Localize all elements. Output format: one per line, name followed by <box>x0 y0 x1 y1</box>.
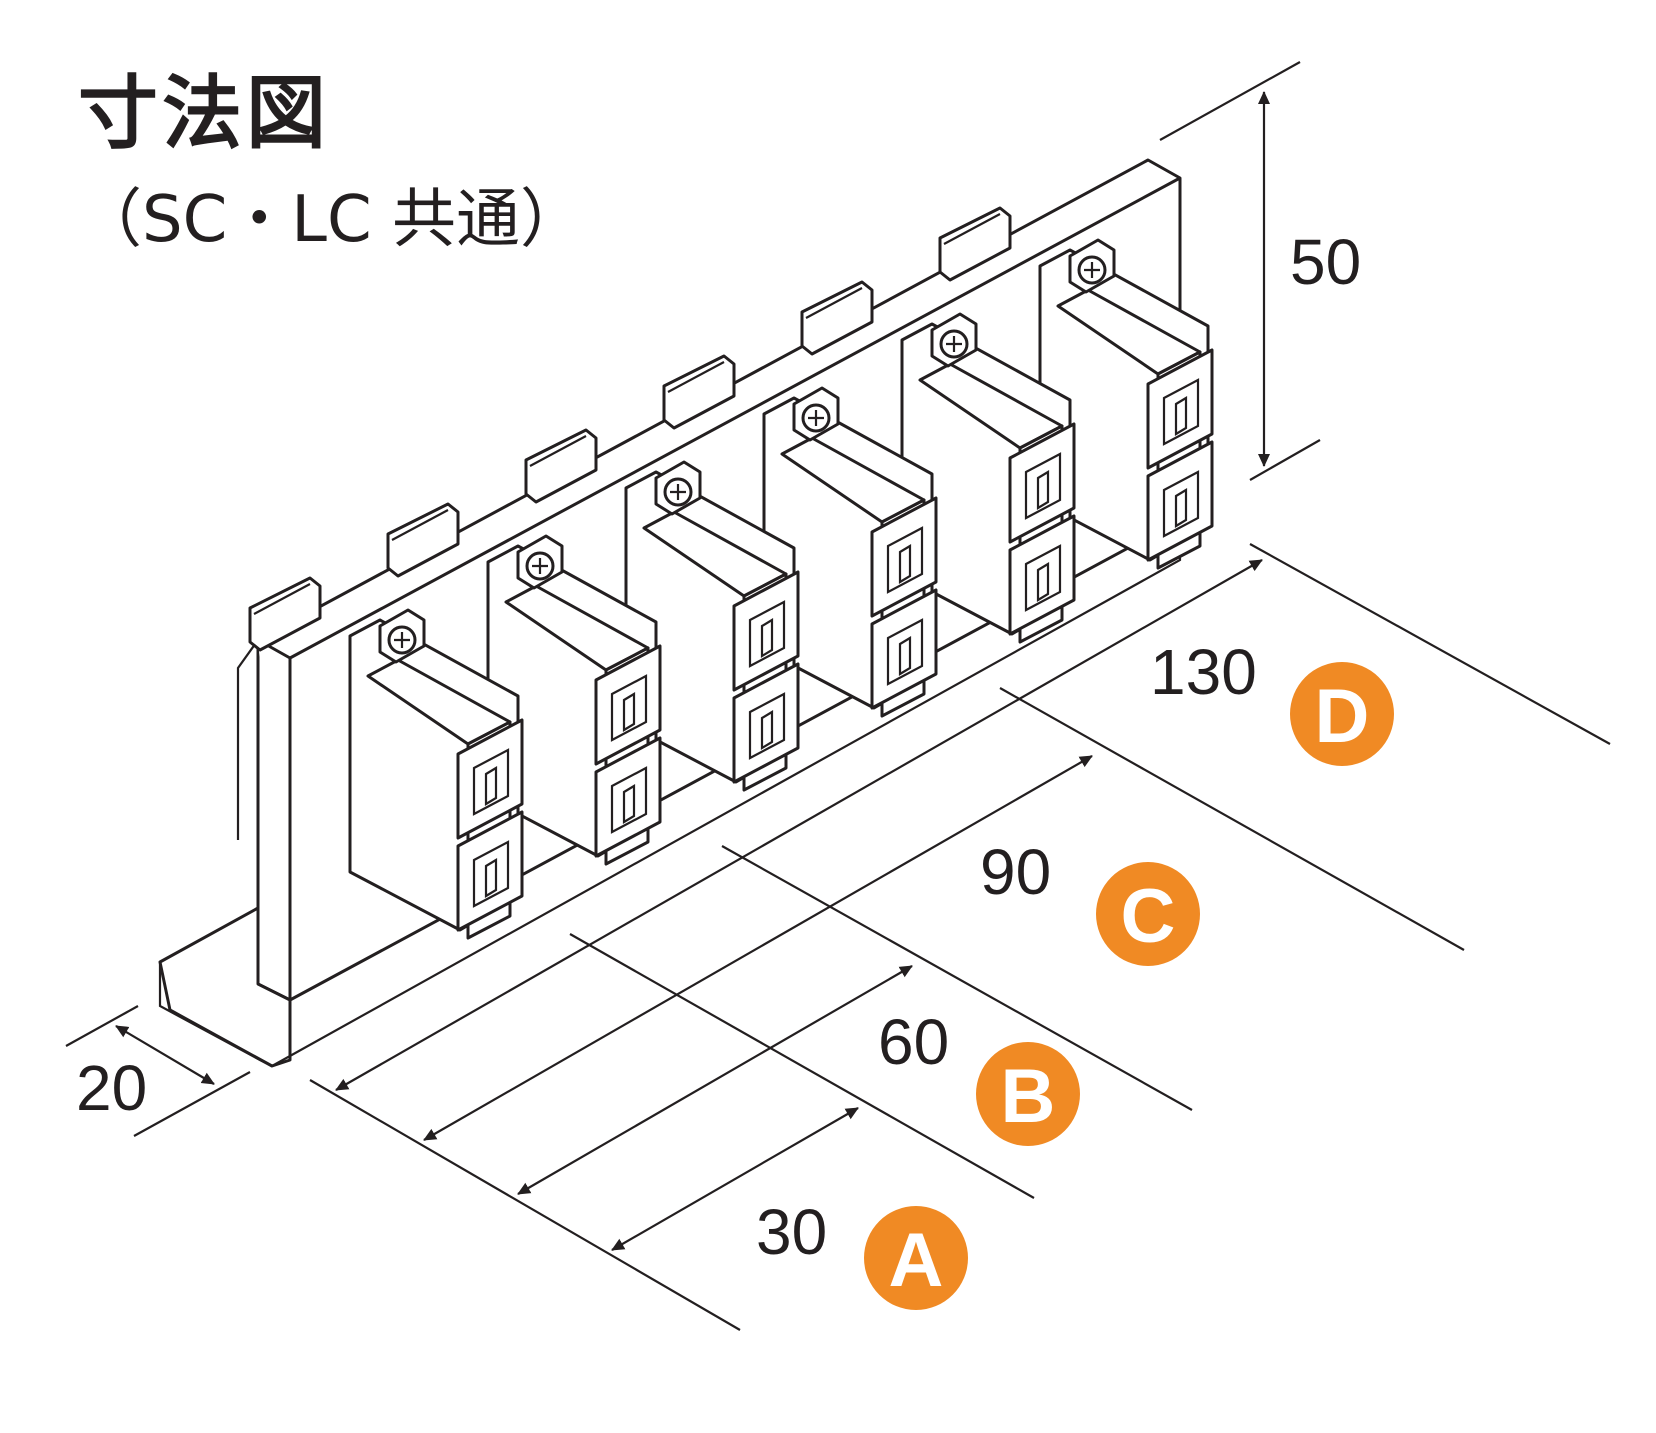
depth-value: 20 <box>76 1052 147 1124</box>
width-value-a: 30 <box>756 1196 827 1268</box>
depth-dimension: 20 <box>65 1005 251 1137</box>
width-value-d: 130 <box>1150 636 1257 708</box>
badge-b <box>976 1042 1080 1146</box>
rear-sleeve <box>524 428 598 504</box>
width-dimension-a: 30 A <box>569 933 1035 1310</box>
page-subtitle: （SC・LC 共通） <box>78 183 584 257</box>
badge-d <box>1290 662 1394 766</box>
badge-c-label: C <box>1121 874 1176 959</box>
width-dimensions: 130 D 90 C 60 B 30 <box>309 543 1611 1331</box>
badge-d-label: D <box>1315 674 1370 759</box>
rear-sleeve <box>938 206 1012 282</box>
badge-a <box>864 1206 968 1310</box>
height-dimension: 50 <box>1159 61 1361 481</box>
badge-b-label: B <box>1001 1054 1056 1139</box>
width-value-b: 60 <box>878 1006 949 1078</box>
width-dimension-b: 60 B <box>517 845 1193 1195</box>
adapter <box>1038 238 1214 570</box>
badge-c <box>1096 862 1200 966</box>
page-title: 寸法図 <box>78 67 330 160</box>
rear-sleeve <box>800 280 874 356</box>
height-value: 50 <box>1290 226 1361 298</box>
rear-sleeves <box>248 206 1012 652</box>
width-value-c: 90 <box>980 836 1051 908</box>
rear-sleeve <box>662 354 736 430</box>
badge-a-label: A <box>889 1218 944 1303</box>
rear-sleeve <box>248 576 322 652</box>
